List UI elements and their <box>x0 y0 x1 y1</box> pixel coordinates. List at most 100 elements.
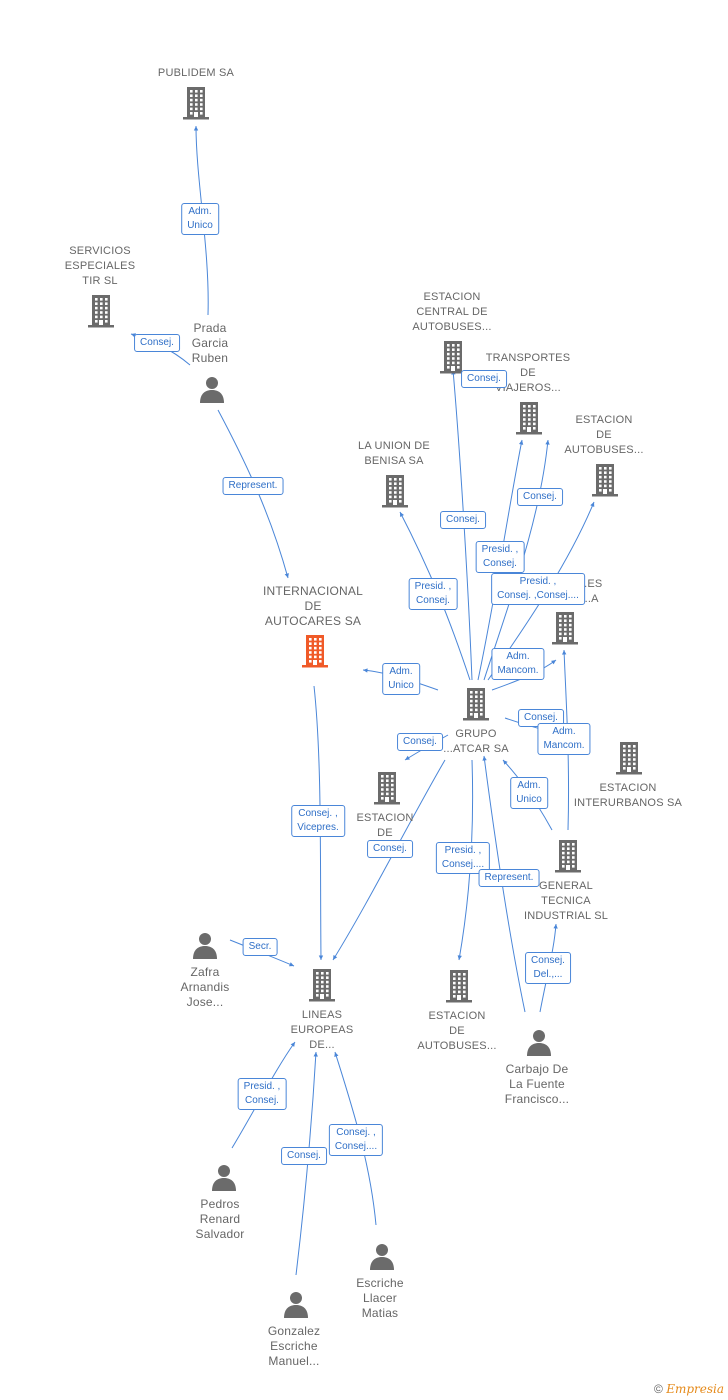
node-label-line: DE <box>449 1025 465 1037</box>
person-icon[interactable] <box>525 1028 553 1061</box>
person-icon[interactable] <box>210 1163 238 1196</box>
node-label-line: Francisco... <box>504 1092 570 1106</box>
edge-label-line: Consej. <box>416 595 450 606</box>
edge-label-adm-unico-general[interactable]: Adm.Unico <box>510 777 548 809</box>
building-icon[interactable] <box>614 741 644 780</box>
node-label-line: ESTACION <box>356 812 414 824</box>
edge-label-line: Consej. <box>373 843 407 854</box>
arrowhead-icon <box>284 573 289 578</box>
edge-label-line: Consej.... <box>334 1141 378 1152</box>
building-icon[interactable] <box>550 611 580 650</box>
arrowhead-icon <box>503 760 508 765</box>
edge-label-line: Presid. , <box>243 1081 281 1092</box>
edge-label-secr-zafra[interactable]: Secr. <box>242 938 278 956</box>
edge-label-consej-est-central[interactable]: Consej. <box>461 370 507 388</box>
node-label-grupo[interactable]: GRUPO ...ATCAR SA <box>443 727 509 757</box>
building-icon[interactable] <box>181 86 211 125</box>
arrowhead-icon <box>482 756 487 761</box>
edge-label-line: Consej. <box>467 373 501 384</box>
edge-label-consej-del[interactable]: Consej.Del.,... <box>525 952 571 984</box>
person-icon[interactable] <box>198 375 226 408</box>
node-label-line: Llacer <box>363 1291 397 1305</box>
node-label-line: Ruben <box>191 351 229 365</box>
edge-label-presid-consej-transportes[interactable]: Presid. ,Consej. <box>475 541 525 573</box>
node-label-line: ...A <box>581 593 599 605</box>
building-icon[interactable] <box>444 969 474 1008</box>
edge-label-adm-mancom-top[interactable]: Adm.Mancom. <box>491 648 545 680</box>
building-icon[interactable] <box>514 401 544 440</box>
node-label-line: AUTOCARES SA <box>264 614 362 628</box>
edge-label-consej-estacion-de-au[interactable]: Consej. <box>397 733 443 751</box>
brand-logo[interactable]: Empresia <box>666 1382 724 1396</box>
node-label-line: TRANSPORTES <box>485 352 571 364</box>
node-label-line: ...ATCAR SA <box>443 743 509 755</box>
node-label-line: GRUPO <box>455 728 497 740</box>
edge-label-line: Adm. <box>517 780 541 791</box>
building-icon[interactable] <box>461 687 491 726</box>
edge-label-presid-consej-bottom[interactable]: Presid. ,Consej.... <box>435 842 491 874</box>
arrowhead-icon <box>313 1052 318 1057</box>
node-label-line: SERVICIOS <box>69 245 131 257</box>
edge-label-line: Consej. <box>245 1095 279 1106</box>
edge-label-represent-carbajo[interactable]: Represent. <box>478 869 540 887</box>
edge-label-consej-transportes[interactable]: Consej. <box>517 488 563 506</box>
edge-label-presid-consej-pedros[interactable]: Presid. , Consej. <box>237 1078 287 1110</box>
node-label-line: Gonzalez <box>267 1324 321 1338</box>
building-icon[interactable] <box>438 340 468 379</box>
arrowhead-icon <box>333 955 338 960</box>
arrowhead-icon <box>545 440 550 445</box>
node-label-line: Renard <box>199 1212 241 1226</box>
node-label-line: Matias <box>361 1306 399 1320</box>
building-icon[interactable] <box>380 474 410 513</box>
edge-label-adm-unico-publidem[interactable]: Adm.Unico <box>181 203 219 235</box>
node-label-publidem[interactable]: PUBLIDEM SA <box>158 66 234 81</box>
building-icon[interactable] <box>553 839 583 878</box>
building-icon[interactable] <box>372 771 402 810</box>
building-icon[interactable] <box>300 634 330 673</box>
edge-label-consej-vicepres[interactable]: Consej. ,Vicepres. <box>291 805 345 837</box>
edge-label-consej-consej-escriche[interactable]: Consej. ,Consej.... <box>328 1124 384 1156</box>
person-icon[interactable] <box>368 1242 396 1275</box>
person-icon[interactable] <box>191 931 219 964</box>
edge-label-consej-lineas-mid[interactable]: Consej. <box>367 840 413 858</box>
edge-label-represent-prada[interactable]: Represent. <box>222 477 284 495</box>
building-icon[interactable] <box>307 968 337 1007</box>
person-icon[interactable] <box>282 1290 310 1323</box>
edge-label-adm-unico-internacional[interactable]: Adm.Unico <box>382 663 420 695</box>
node-label-line: VIAJEROS... <box>495 382 561 394</box>
node-label-line: ESTACION <box>423 291 481 303</box>
arrowhead-icon <box>405 755 410 760</box>
edge-label-presid-consej-union[interactable]: Presid. ,Consej. <box>408 578 458 610</box>
edge-label-consej-gonzalez[interactable]: Consej. <box>281 1147 327 1165</box>
node-label-line: EUROPEAS <box>290 1024 354 1036</box>
arrowhead-icon <box>457 955 462 960</box>
node-label-line: TECNICA <box>541 895 591 907</box>
node-label-line: INDUSTRIAL SL <box>523 910 609 922</box>
edge-label-adm-mancom-right[interactable]: Adm.Mancom. <box>537 723 591 755</box>
arrowhead-icon <box>553 924 558 929</box>
edge-label-consej-servicios[interactable]: Consej. <box>134 334 180 352</box>
edge-label-presid-consej-multi[interactable]: Presid. ,Consej. ,Consej.... <box>491 573 585 605</box>
relationship-line <box>332 759 446 961</box>
building-icon[interactable] <box>590 463 620 502</box>
edge-label-consej-union[interactable]: Consej. <box>440 511 486 529</box>
edge-label-line: Consej. <box>531 955 565 966</box>
building-icon[interactable] <box>86 294 116 333</box>
node-label-line: INTERURBANOS SA <box>573 797 683 809</box>
